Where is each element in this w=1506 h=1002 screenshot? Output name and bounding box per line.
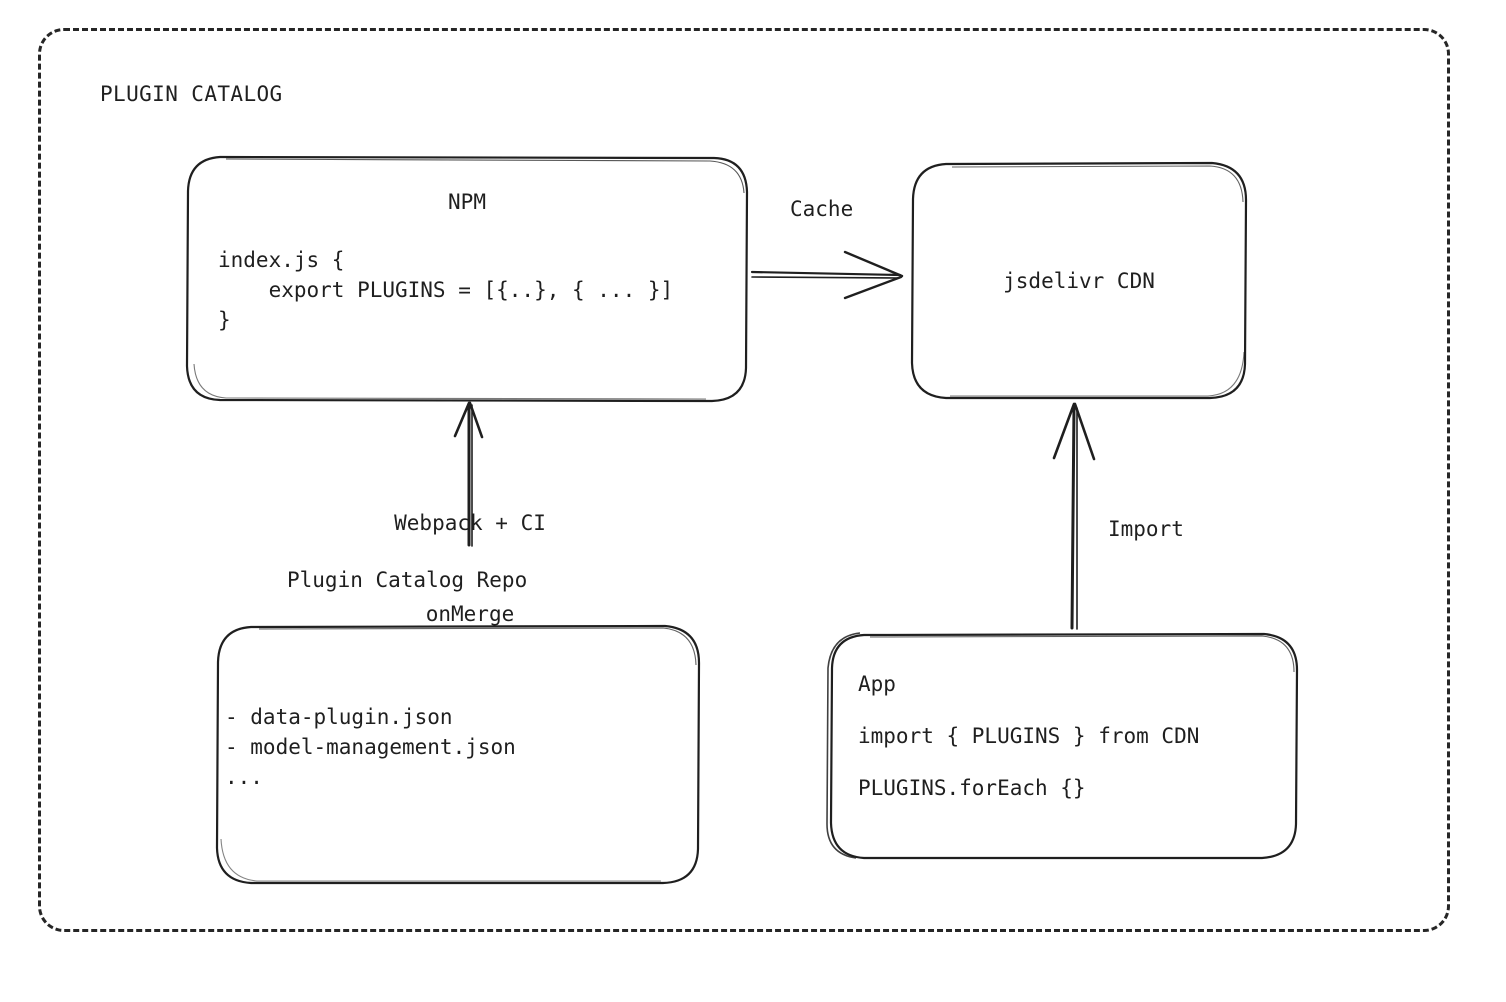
webpack-ci-label: Webpack + CI onMerge	[330, 447, 610, 691]
repo-node-body: - data-plugin.json - model-management.js…	[215, 625, 701, 885]
npm-code-line-3: }	[218, 307, 231, 332]
app-node[interactable]: App import { PLUGINS } from CDN PLUGINS.…	[826, 632, 1300, 860]
webpack-ci-label-line-2: onMerge	[425, 602, 515, 627]
repo-file-item-3: ...	[225, 764, 263, 789]
npm-node-body: NPM index.js { export PLUGINS = [{..}, {…	[186, 156, 748, 402]
cdn-node-body: jsdelivr CDN	[910, 162, 1248, 400]
repo-file-list: - data-plugin.json - model-management.js…	[225, 703, 516, 792]
app-code-line-1: App	[858, 672, 896, 696]
app-code-line-3: PLUGINS.forEach {}	[858, 775, 1086, 800]
repo-node[interactable]: - data-plugin.json - model-management.js…	[215, 624, 701, 885]
plugin-catalog-frame	[38, 28, 1450, 932]
plugin-catalog-title: PLUGIN CATALOG	[100, 82, 283, 106]
app-node-body: App import { PLUGINS } from CDN PLUGINS.…	[826, 632, 1300, 860]
webpack-ci-label-line-1: Webpack + CI	[394, 510, 546, 535]
cache-label: Cache	[790, 197, 854, 221]
npm-code-line-2: export PLUGINS = [{..}, { ... }]	[218, 277, 674, 302]
npm-node[interactable]: NPM index.js { export PLUGINS = [{..}, {…	[185, 155, 749, 403]
import-label: Import	[1108, 517, 1184, 541]
npm-title: NPM	[448, 190, 486, 214]
npm-code-line-1: index.js {	[218, 248, 345, 272]
cdn-title: jsdelivr CDN	[1003, 269, 1155, 293]
app-code-line-2: import { PLUGINS } from CDN	[858, 723, 1200, 748]
repo-file-item-1: - data-plugin.json	[225, 705, 453, 729]
npm-code: index.js { export PLUGINS = [{..}, { ...…	[218, 246, 673, 335]
cdn-node-outline	[910, 161, 1248, 400]
repo-file-item-2: - model-management.json	[225, 734, 516, 759]
repo-caption: Plugin Catalog Repo	[287, 568, 528, 592]
cdn-node[interactable]: jsdelivr CDN	[910, 161, 1248, 400]
app-node-outline	[826, 632, 1299, 860]
app-code: App import { PLUGINS } from CDN PLUGINS.…	[858, 670, 1199, 803]
repo-node-outline	[215, 624, 701, 885]
npm-node-outline	[185, 155, 749, 403]
